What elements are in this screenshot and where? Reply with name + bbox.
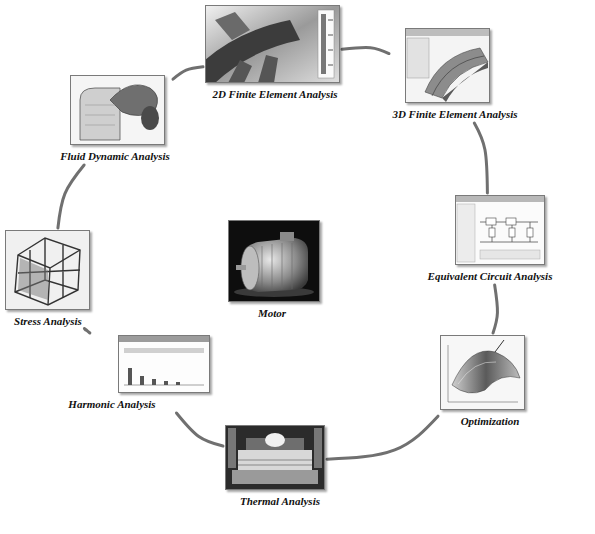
analysis-node: Optimization	[440, 335, 525, 428]
analysis-node: 3D Finite Element Analysis	[391, 28, 519, 121]
analysis-node: 2D Finite Element Analysis	[205, 5, 340, 101]
node-label: Equivalent Circuit Analysis	[427, 270, 554, 283]
node-label: Harmonic Analysis	[67, 398, 157, 411]
node-label: 3D Finite Element Analysis	[391, 108, 519, 121]
image-frame	[455, 195, 545, 265]
ring-connector	[474, 123, 487, 193]
image-frame	[225, 425, 325, 490]
node-label: Motor	[257, 307, 288, 320]
ring-connector	[173, 67, 203, 79]
thermal-picture	[225, 425, 325, 490]
equivalent-circuit-picture	[455, 195, 545, 265]
fluid-picture	[70, 75, 165, 145]
image-frame	[205, 5, 340, 83]
node-label: Optimization	[460, 415, 521, 428]
image-frame	[228, 220, 320, 302]
image-frame	[440, 335, 525, 410]
ring-connector	[327, 416, 438, 459]
image-frame	[118, 335, 210, 393]
node-label: Thermal Analysis	[239, 495, 321, 508]
ring-connector	[58, 165, 84, 228]
harmonic-picture	[118, 335, 210, 393]
node-label: Fluid Dynamic Analysis	[59, 150, 171, 163]
ring-connector	[493, 285, 497, 333]
analysis-node: Thermal Analysis	[225, 425, 325, 508]
image-frame	[70, 75, 165, 145]
analysis-node: Stress Analysis	[5, 230, 90, 328]
image-frame	[5, 230, 90, 310]
image-frame	[405, 28, 490, 103]
stress-picture	[5, 230, 90, 310]
ring-connector	[84, 329, 89, 333]
fem-3d-picture	[405, 28, 490, 103]
node-label: Stress Analysis	[13, 315, 83, 328]
node-label: 2D Finite Element Analysis	[211, 88, 339, 101]
center-node: Motor	[228, 220, 320, 320]
ring-connector	[342, 47, 389, 53]
analysis-node: Equivalent Circuit Analysis	[427, 195, 554, 283]
analysis-node: Harmonic Analysis	[67, 335, 210, 411]
motor-picture	[228, 220, 320, 302]
analysis-node: Fluid Dynamic Analysis	[59, 75, 171, 163]
optimization-picture	[440, 335, 525, 410]
fem-2d-picture	[205, 5, 340, 83]
ring-connector	[176, 413, 223, 446]
